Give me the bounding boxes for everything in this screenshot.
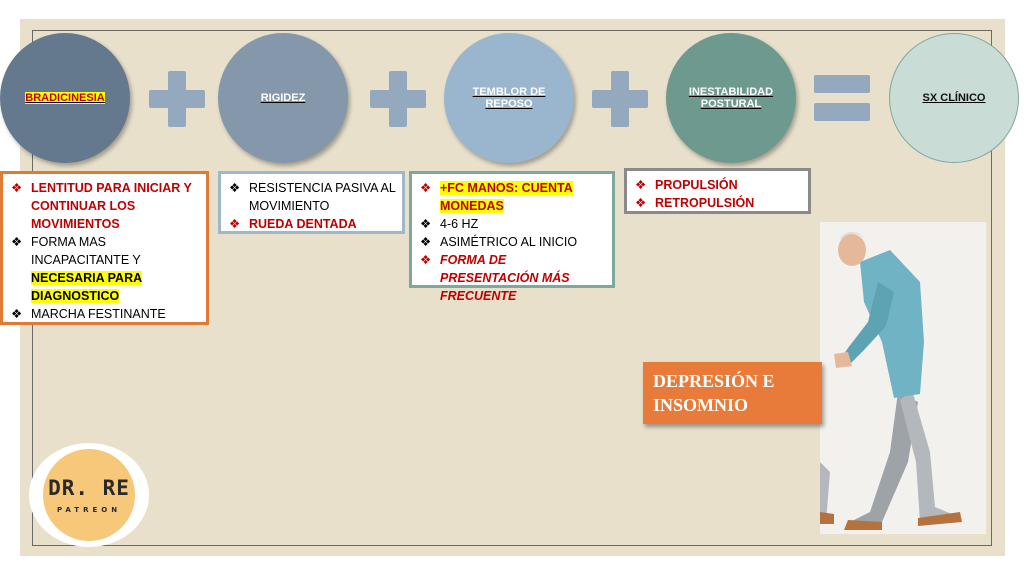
diamond-bullet-icon: ❖ [11, 235, 23, 249]
temblor-box: ❖+FC MANOS: CUENTA MONEDAS ❖4-6 HZ ❖ASIM… [409, 171, 615, 303]
list-item: ❖RESISTENCIA PASIVA AL MOVIMIENTO [229, 181, 396, 213]
circle-bradicinesia: BRADICINESIA [0, 33, 130, 163]
diamond-bullet-icon: ❖ [420, 235, 432, 249]
logo-subtitle: PATREON [56, 506, 122, 514]
list-item: ❖MARCHA FESTINANTE [11, 307, 166, 321]
list-item: ❖RUEDA DENTADA [229, 217, 357, 231]
diamond-bullet-icon: ❖ [229, 181, 241, 195]
list-item: ❖+FC MANOS: CUENTA MONEDAS [420, 181, 573, 213]
equals-icon [814, 75, 870, 123]
circle-label-temblor: TEMBLOR DE REPOSO [472, 86, 546, 110]
elderly-man-illustration [820, 222, 986, 534]
list-item: ❖LENTITUD PARA INICIAR Y CONTINUAR LOS M… [11, 181, 192, 231]
list-item: ❖FORMA DE PRESENTACIÓN MÁS FRECUENTE [420, 253, 570, 303]
bradicinesia-box: ❖LENTITUD PARA INICIAR Y CONTINUAR LOS M… [0, 171, 209, 325]
list-item: ❖RETROPULSIÓN [635, 196, 755, 210]
diamond-bullet-icon: ❖ [420, 217, 432, 231]
circle-label-sx-clinico: SX CLÍNICO [922, 92, 986, 104]
circle-inestabilidad: INESTABILIDAD POSTURAL [666, 33, 796, 163]
rigidez-box: ❖RESISTENCIA PASIVA AL MOVIMIENTO ❖RUEDA… [218, 171, 405, 234]
diamond-bullet-icon: ❖ [420, 253, 432, 267]
circle-temblor: TEMBLOR DE REPOSO [444, 33, 574, 163]
diamond-bullet-icon: ❖ [11, 181, 23, 195]
inestabilidad-box: ❖PROPULSIÓN ❖RETROPULSIÓN [624, 168, 811, 214]
list-item: ❖PROPULSIÓN [635, 178, 738, 192]
diamond-bullet-icon: ❖ [420, 181, 432, 195]
circle-rigidez: RIGIDEZ [218, 33, 348, 163]
diamond-bullet-icon: ❖ [11, 307, 23, 321]
plus-icon [592, 71, 648, 127]
circle-label-bradicinesia: BRADICINESIA [25, 92, 105, 104]
plus-icon [370, 71, 426, 127]
circle-sx-clinico: SX CLÍNICO [889, 33, 1019, 163]
circle-label-rigidez: RIGIDEZ [260, 92, 306, 104]
depresion-insomnio-callout: DEPRESIÓN E INSOMNIO [643, 362, 822, 424]
circle-label-inestabilidad: INESTABILIDAD POSTURAL [688, 86, 774, 110]
list-item: ❖FORMA MAS INCAPACITANTE Y NECESARIA PAR… [11, 235, 143, 303]
diamond-bullet-icon: ❖ [229, 217, 241, 231]
list-item: ❖ASIMÉTRICO AL INICIO [420, 235, 578, 249]
plus-icon [149, 71, 205, 127]
diamond-bullet-icon: ❖ [635, 178, 647, 192]
list-item: ❖4-6 HZ [420, 217, 479, 231]
dr-re-logo: DR. RE PATREON [29, 443, 149, 547]
logo-title: DR. RE [48, 476, 130, 500]
diamond-bullet-icon: ❖ [635, 196, 647, 210]
